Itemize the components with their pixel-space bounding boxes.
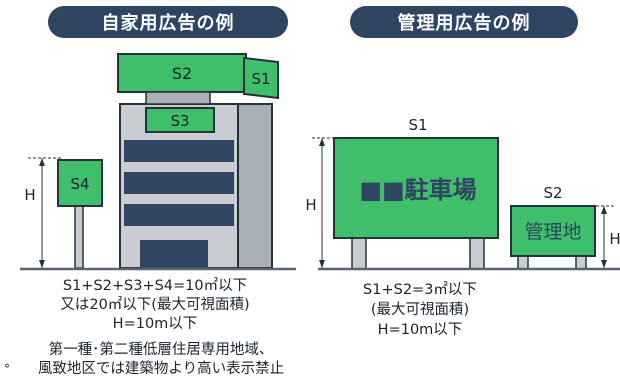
height-dimension-right-2 <box>596 205 614 268</box>
caption-left-4: 第一種･第二種低層住居専用地域、 <box>48 342 274 358</box>
label-s1-parking: S1 <box>408 116 427 134</box>
title-private-ad: 自家用広告の例 <box>48 6 288 38</box>
label-s2: S2 <box>172 64 192 83</box>
window-row <box>124 172 234 194</box>
label-s3: S3 <box>170 112 189 130</box>
sign-text-parking: ■■駐車場 <box>359 176 476 204</box>
label-height-right-2: H <box>609 230 620 248</box>
height-dimension-right-1 <box>312 137 336 268</box>
caption-left-5: 風致地区では建築物より高い表示禁止 <box>37 361 285 377</box>
sign-s1-side <box>243 56 279 100</box>
window-row <box>124 140 234 162</box>
caption-left-2: 又は20㎡以下(最大可視面積) <box>60 297 250 313</box>
label-height-left: H <box>24 186 35 204</box>
sign-s1-parking <box>333 137 499 270</box>
caption-right-3: H=10m以下 <box>377 322 463 338</box>
label-s4: S4 <box>70 175 89 193</box>
window-row <box>124 204 234 226</box>
caption-right-1: S1+S2=3㎡以下 <box>363 282 477 298</box>
height-dimension-left <box>28 157 62 268</box>
building-door <box>140 240 208 268</box>
sign-s3-wall <box>145 107 215 133</box>
caption-right-2: (最大可視面積) <box>370 302 470 318</box>
caption-left-1: S1+S2+S3+S4=10㎡以下 <box>62 278 248 294</box>
title-management-ad: 管理用広告の例 <box>350 6 578 38</box>
sign-text-management: 管理地 <box>524 221 581 243</box>
label-s1: S1 <box>251 70 270 88</box>
sign-s2-management <box>510 205 596 270</box>
caption-left-3: H=10m以下 <box>112 316 198 332</box>
label-height-right-1: H <box>305 196 316 214</box>
caption-bullet: ° <box>4 362 10 376</box>
sign-s4-pole <box>57 159 103 269</box>
label-s2-management: S2 <box>543 184 562 202</box>
building-illustration <box>119 103 273 269</box>
